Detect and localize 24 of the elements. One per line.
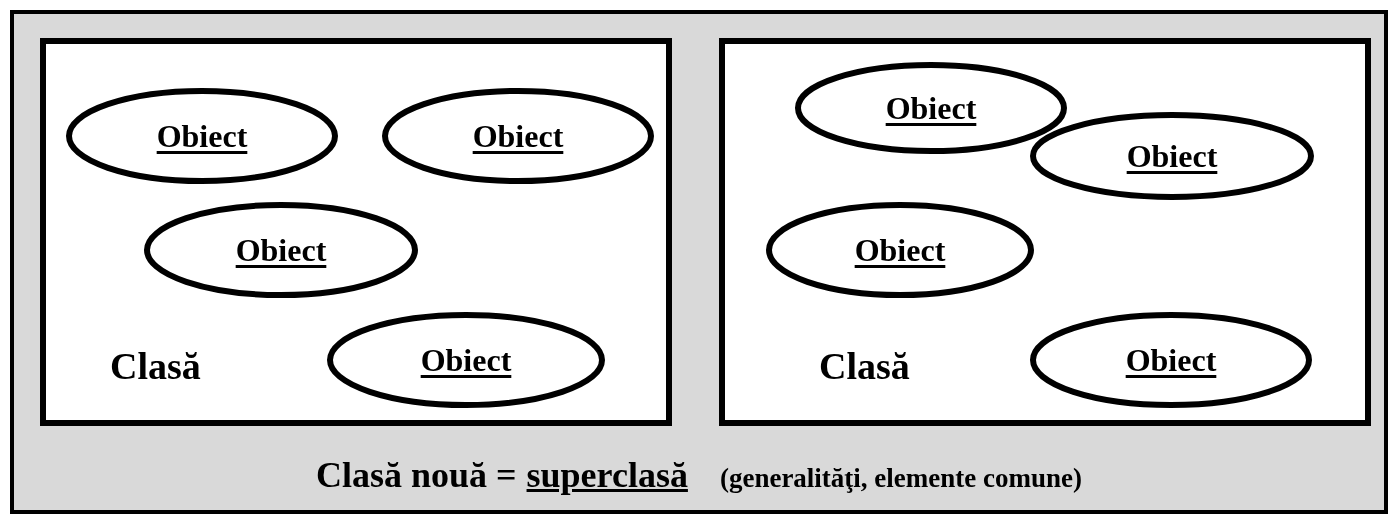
object-ellipse xyxy=(1030,312,1312,408)
class-label: Clasă xyxy=(110,344,201,388)
object-label: Obiect xyxy=(472,117,564,155)
object-ellipse xyxy=(795,62,1067,154)
object-label: Obiect xyxy=(854,231,946,269)
class-label: Clasă xyxy=(819,344,910,388)
object-ellipse xyxy=(1030,112,1314,200)
caption-text: (generalităţi, elemente comune) xyxy=(719,463,1083,494)
object-label: Obiect xyxy=(420,341,512,379)
object-label: Obiect xyxy=(885,89,977,127)
object-ellipse xyxy=(766,202,1034,298)
caption-text: Clasă nouă = xyxy=(315,454,517,496)
class-box xyxy=(719,38,1371,426)
object-ellipse xyxy=(66,88,338,184)
object-ellipse xyxy=(382,88,654,184)
object-ellipse xyxy=(327,312,605,408)
object-label: Obiect xyxy=(1126,137,1218,175)
object-ellipse xyxy=(144,202,418,298)
superclass-panel xyxy=(10,10,1388,514)
class-box xyxy=(40,38,672,426)
object-label: Obiect xyxy=(156,117,248,155)
object-label: Obiect xyxy=(1125,341,1217,379)
caption-text: superclasă xyxy=(526,454,688,496)
object-label: Obiect xyxy=(235,231,327,269)
